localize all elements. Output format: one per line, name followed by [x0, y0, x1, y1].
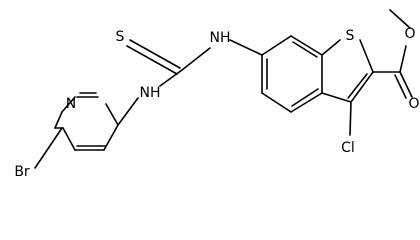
bond: [389, 9, 411, 29]
bond: [62, 127, 76, 151]
bond: [181, 47, 211, 71]
bond: [126, 45, 178, 75]
bond: [347, 73, 368, 99]
bond: [291, 88, 319, 107]
bond: [54, 111, 63, 129]
bond: [350, 71, 374, 103]
thiourea-nh-left-label: NH: [140, 85, 161, 101]
bond: [290, 35, 323, 56]
bond: [399, 45, 407, 73]
bond: [321, 92, 352, 103]
bond: [292, 41, 318, 58]
bromine-atom-label: Br: [14, 164, 30, 180]
bond: [359, 39, 374, 73]
structure-canvas: Br N NH S NH S Cl O O: [14, 9, 420, 180]
bond: [349, 101, 352, 136]
molecule-structure-diagram: Br N NH S NH S Cl O O: [14, 9, 420, 180]
bond: [290, 92, 323, 113]
bond: [117, 97, 139, 126]
bond: [105, 103, 119, 126]
thiophene-sulfur-label: S: [346, 28, 355, 44]
ester-oxygen-label: O: [404, 26, 415, 42]
bond: [261, 92, 292, 113]
bond: [261, 35, 292, 56]
bond: [129, 39, 181, 69]
bond: [321, 39, 341, 56]
thiourea-nh-right-label: NH: [210, 30, 231, 46]
chlorine-atom-label: Cl: [341, 140, 355, 156]
bond: [394, 74, 407, 99]
bond: [34, 127, 63, 169]
bond: [399, 71, 413, 98]
thione-sulfur-label: S: [116, 29, 125, 45]
bond: [229, 39, 263, 56]
bond: [61, 96, 76, 113]
pyridine-nitrogen-label: N: [66, 96, 76, 112]
carbonyl-oxygen-label: O: [408, 96, 419, 112]
bond: [159, 69, 183, 87]
